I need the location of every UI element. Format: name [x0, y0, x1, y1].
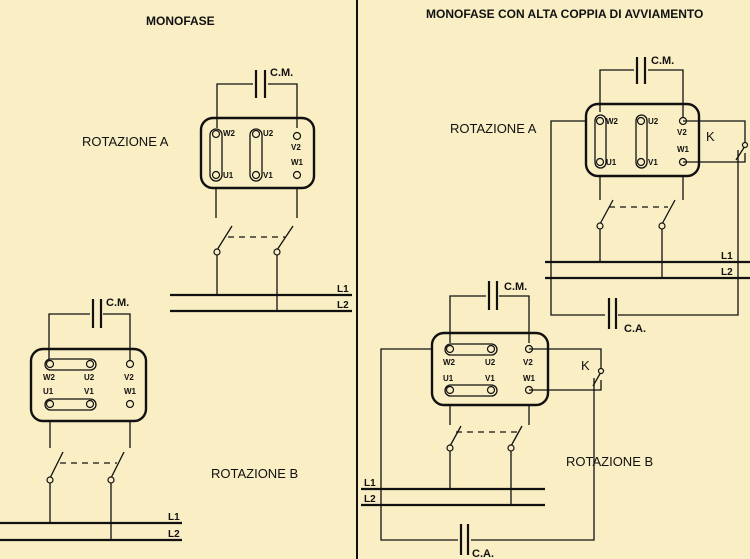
right-b-run-capacitor-label: C.M. — [504, 281, 527, 293]
left-a-line-l2: L2 — [337, 300, 349, 311]
left-a-terminal-u2: U2 — [263, 129, 274, 138]
left-b-terminal-w2: W2 — [43, 373, 56, 382]
right-rotation-b-diagram: ROTAZIONE B C.M. W2 U2 V2 U1 V1 W1 K C.A… — [361, 281, 653, 559]
right-rotation-b-label: ROTAZIONE B — [566, 454, 653, 469]
right-a-terminal-box — [584, 102, 701, 178]
left-b-capacitor-label: C.M. — [106, 297, 129, 309]
left-b-terminal-u1: U1 — [43, 387, 54, 396]
left-rotation-b-diagram: ROTAZIONE B C.M. W2 U2 V2 U1 V1 W1 L1 L2 — [0, 297, 298, 542]
left-a-terminal-u1: U1 — [223, 171, 234, 180]
right-a-terminal-w1: W1 — [677, 145, 690, 154]
left-a-capacitor-label: C.M. — [270, 67, 293, 79]
left-a-terminal-box — [199, 116, 316, 190]
right-b-terminal-w2: W2 — [443, 358, 456, 367]
right-rotation-a-diagram: ROTAZIONE A C.M. W2 U2 V2 W1 U1 V1 K C.A… — [450, 55, 750, 335]
right-a-run-capacitor-label: C.M. — [651, 55, 674, 67]
left-a-terminal-w2: W2 — [223, 129, 236, 138]
right-b-line-l2: L2 — [364, 494, 376, 505]
left-b-terminal-v1: V1 — [84, 387, 94, 396]
right-b-terminal-u2: U2 — [485, 358, 496, 367]
right-a-start-capacitor-label: C.A. — [624, 323, 646, 335]
right-a-line-l2: L2 — [721, 267, 733, 278]
left-rotation-a-label: ROTAZIONE A — [82, 134, 169, 149]
left-b-terminal-w1: W1 — [124, 387, 137, 396]
right-a-line-l1: L1 — [721, 251, 733, 262]
right-b-terminal-w1: W1 — [523, 374, 536, 383]
right-b-line-l1: L1 — [364, 478, 376, 489]
left-a-terminal-w1: W1 — [291, 158, 304, 167]
right-b-terminal-v1: V1 — [485, 374, 495, 383]
right-b-terminal-u1: U1 — [443, 374, 454, 383]
right-a-terminal-v1: V1 — [648, 158, 658, 167]
right-b-relay-label: K — [581, 358, 590, 373]
left-panel-title: MONOFASE — [146, 14, 215, 28]
left-a-terminal-v1: V1 — [263, 171, 273, 180]
right-rotation-a-label: ROTAZIONE A — [450, 121, 537, 136]
right-a-terminal-v2: V2 — [677, 128, 687, 137]
left-a-line-l1: L1 — [337, 284, 349, 295]
right-panel-title: MONOFASE CON ALTA COPPIA DI AVVIAMENTO — [426, 7, 703, 21]
right-b-start-capacitor-label: C.A. — [472, 548, 494, 559]
right-a-terminal-u1: U1 — [606, 158, 617, 167]
right-b-terminal-box — [430, 331, 550, 407]
left-b-terminal-v2: V2 — [124, 373, 134, 382]
right-a-terminal-u2: U2 — [648, 117, 659, 126]
left-b-line-l2: L2 — [168, 529, 180, 540]
right-a-relay-label: K — [706, 129, 715, 144]
left-rotation-b-label: ROTAZIONE B — [211, 466, 298, 481]
left-b-line-l1: L1 — [168, 512, 180, 523]
left-rotation-a-diagram: ROTAZIONE A C.M. W2 U2 V2 W1 U1 V1 L1 L2 — [82, 67, 352, 313]
left-a-terminal-v2: V2 — [291, 143, 301, 152]
right-b-terminal-v2: V2 — [523, 358, 533, 367]
right-a-terminal-w2: W2 — [606, 117, 619, 126]
left-b-terminal-u2: U2 — [84, 373, 95, 382]
left-b-terminal-box — [29, 347, 148, 423]
